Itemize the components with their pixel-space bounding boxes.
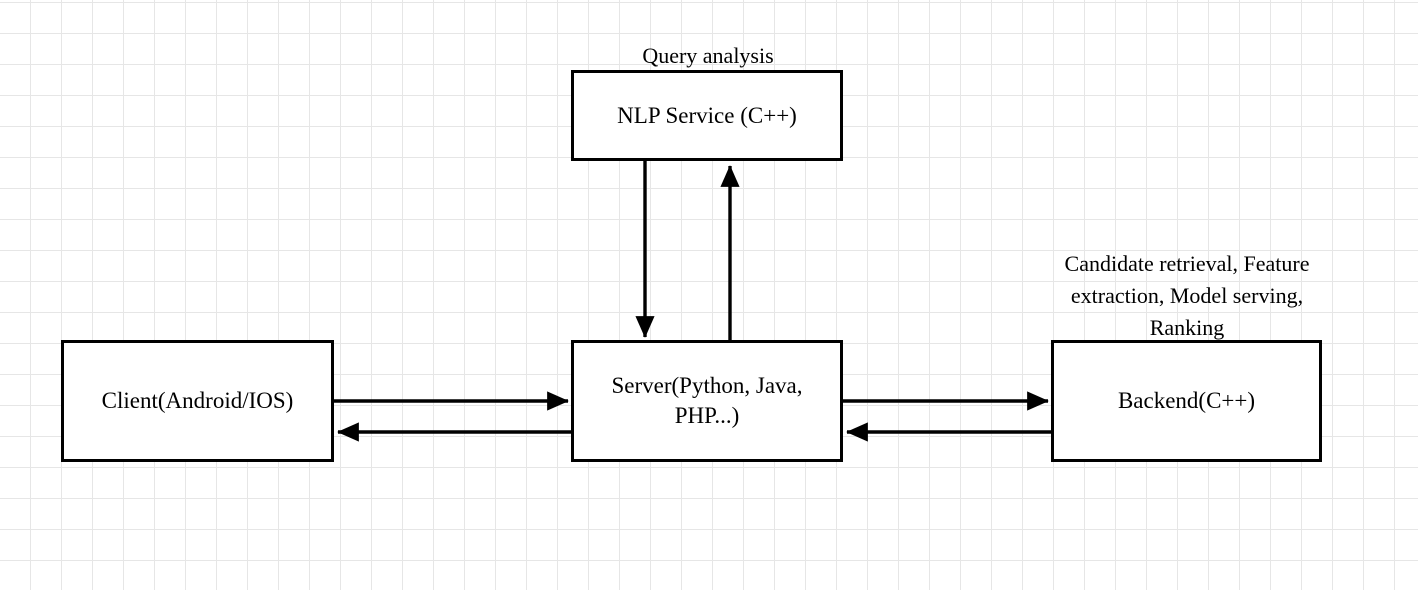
node-client[interactable]: Client(Android/IOS) (61, 340, 334, 462)
node-backend[interactable]: Backend(C++) (1051, 340, 1322, 462)
node-server[interactable]: Server(Python, Java, PHP...) (571, 340, 843, 462)
backend-capabilities-annotation: Candidate retrieval, Feature extraction,… (1032, 216, 1342, 344)
node-nlp-service[interactable]: NLP Service (C++) (571, 70, 843, 161)
node-backend-label: Backend(C++) (1117, 388, 1256, 413)
node-server-label: Server(Python, Java, PHP...) (611, 373, 803, 428)
node-client-label: Client(Android/IOS) (101, 388, 294, 413)
backend-capabilities-annotation-label: Candidate retrieval, Feature extraction,… (1064, 251, 1310, 340)
node-nlp-service-label: NLP Service (C++) (617, 102, 797, 128)
query-analysis-annotation-label: Query analysis (642, 43, 774, 68)
query-analysis-annotation: Query analysis (588, 8, 828, 72)
